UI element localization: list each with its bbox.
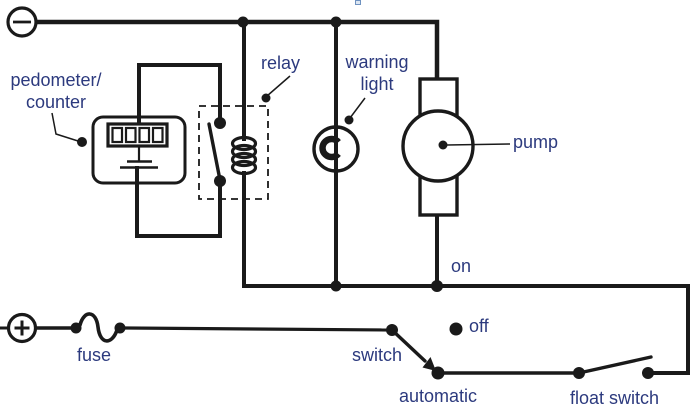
load-bus-wire — [242, 171, 690, 375]
pump-symbol — [401, 77, 475, 286]
relay-label: relay — [261, 53, 301, 73]
switch-label: switch — [352, 345, 403, 365]
pedometer-counter-label: pedometer/ counter — [10, 70, 102, 112]
relay-box — [198, 105, 269, 200]
selection-handle[interactable] — [355, 0, 361, 5]
positive-terminal-icon — [0, 312, 38, 344]
negative-bus-wire — [36, 19, 440, 81]
fuse-label: fuse — [77, 345, 112, 365]
negative-terminal-icon — [6, 6, 38, 38]
off-label: off — [469, 316, 489, 336]
float-switch-label: float switch — [570, 388, 660, 408]
off-contact-dot — [449, 322, 463, 336]
float-switch-symbol — [438, 355, 654, 379]
relay-coil-symbol — [230, 22, 258, 176]
pedometer-leader — [51, 112, 87, 147]
relay-leader — [261, 75, 291, 103]
pedometer-counter-symbol — [91, 63, 222, 238]
warning-light-leader — [344, 97, 366, 125]
automatic-label: automatic — [399, 386, 478, 406]
warning-light-symbol — [312, 22, 360, 286]
pump-label: pump — [513, 132, 559, 152]
junction-dots — [237, 16, 443, 292]
fuse-symbol — [35, 312, 393, 343]
relay-contact-symbol — [207, 117, 226, 187]
on-label: on — [451, 256, 472, 276]
warning-light-label: warning light — [345, 52, 409, 94]
pump-leader — [446, 143, 511, 146]
